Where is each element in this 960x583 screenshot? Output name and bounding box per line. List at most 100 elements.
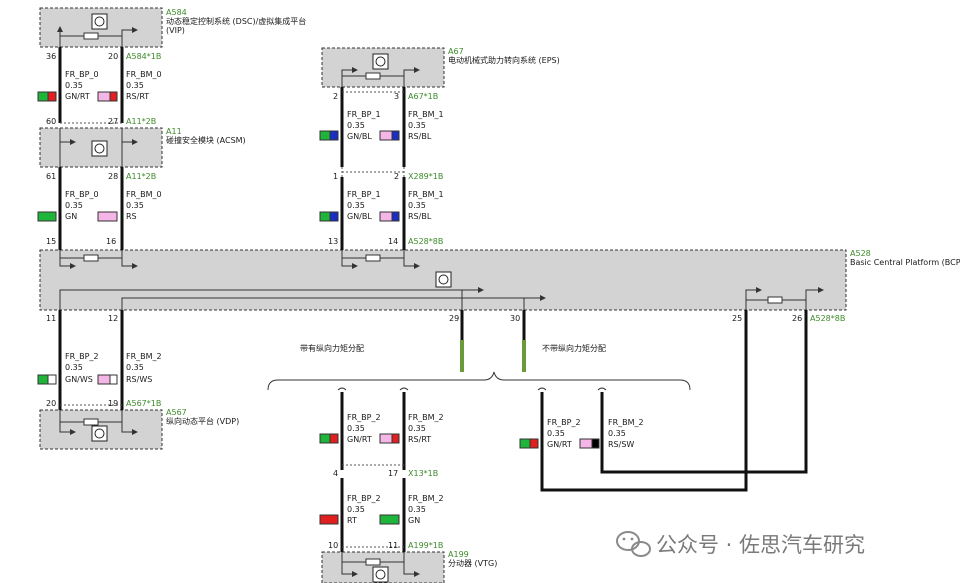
a528-pin-b6: 26 <box>792 314 802 323</box>
a584-conn: A584*1B <box>126 52 161 61</box>
x13-conn: X13*1B <box>408 469 438 478</box>
a584-name: 动态稳定控制系统 (DSC)/虚拟集成平台 <box>166 16 306 26</box>
wire-w11-size: 0.35 <box>347 424 365 433</box>
wire-w13-name: FR_BP_2 <box>347 494 381 503</box>
wire-w8-size: 0.35 <box>408 201 426 210</box>
wire-w14-color: GN <box>408 516 420 525</box>
a11-pin-bot-a: 61 <box>46 172 56 181</box>
wire-w10-color: RS/WS <box>126 375 152 384</box>
a67-id: A67 <box>448 47 464 56</box>
x289-pin-a: 1 <box>333 172 338 181</box>
a528-pin-b3: 29 <box>449 314 459 323</box>
wire-w6-color: RS/BL <box>408 132 432 141</box>
wire-w1-color: GN/RT <box>65 92 90 101</box>
wire-w10-size: 0.35 <box>126 363 144 372</box>
wire-w7-size: 0.35 <box>347 201 365 210</box>
a528-pin-t2: 16 <box>106 237 116 246</box>
wire-w4-name: FR_BM_0 <box>126 190 162 199</box>
a528-name: Basic Central Platform (BCP) <box>850 258 960 267</box>
a584-id: A584 <box>166 8 187 17</box>
a528-pin-b5: 25 <box>732 314 742 323</box>
wire-w10-name: FR_BM_2 <box>126 352 162 361</box>
wire-w5-color: GN/BL <box>347 132 372 141</box>
wire-w6-name: FR_BM_1 <box>408 110 444 119</box>
a567-conn: A567*1B <box>126 399 161 408</box>
wire-w2-color: RS/RT <box>126 92 149 101</box>
a67-pin-a: 2 <box>333 92 338 101</box>
wire-w3-color: GN <box>65 212 77 221</box>
a584-pin-a: 36 <box>46 52 56 61</box>
wire-w15-size: 0.35 <box>547 429 565 438</box>
wire-w12-name: FR_BM_2 <box>408 413 444 422</box>
wire-color-swatches <box>37 91 600 525</box>
wire-w2-size: 0.35 <box>126 81 144 90</box>
a567-name: 纵向动态平台 (VDP) <box>166 416 239 426</box>
x13-pin-a: 4 <box>333 469 338 478</box>
a67-name: 电动机械式助力转向系统 (EPS) <box>448 55 560 65</box>
wire-w13-color: RT <box>347 516 357 525</box>
a11-pin-top-b: 27 <box>108 117 118 126</box>
wire-w9-size: 0.35 <box>65 363 83 372</box>
wire-w4-color: RS <box>126 212 137 221</box>
a584-sub: (VIP) <box>166 26 185 35</box>
a199-name: 分动器 (VTG) <box>448 558 497 568</box>
wire-w3-name: FR_BP_0 <box>65 190 99 199</box>
a67-conn: A67*1B <box>408 92 438 101</box>
wire-w6-size: 0.35 <box>408 121 426 130</box>
wire-w3-size: 0.35 <box>65 201 83 210</box>
wire-w14-name: FR_BM_2 <box>408 494 444 503</box>
a67-pin-b: 3 <box>394 92 399 101</box>
a528-pin-b1: 11 <box>46 314 56 323</box>
a11-pin-top-a: 60 <box>46 117 56 126</box>
a584-pin-b: 20 <box>108 52 118 61</box>
a567-id: A567 <box>166 408 187 417</box>
wire-w5-name: FR_BP_1 <box>347 110 381 119</box>
variant-with-label: 带有纵向力矩分配 <box>300 343 364 353</box>
a11-id: A11 <box>166 127 182 136</box>
wire-w1-size: 0.35 <box>65 81 83 90</box>
a567-pin-a: 20 <box>46 399 56 408</box>
a11-conn-bot: A11*2B <box>126 172 156 181</box>
wire-w16-color: RS/SW <box>608 440 634 449</box>
wire-w12-size: 0.35 <box>408 424 426 433</box>
x13-pin-b: 17 <box>388 469 398 478</box>
a199-id: A199 <box>448 550 469 559</box>
internal-bus <box>57 26 824 577</box>
a528-id: A528 <box>850 249 871 258</box>
wire-w9-color: GN/WS <box>65 375 93 384</box>
a528-pin-t4: 14 <box>388 237 398 246</box>
wire-w16-name: FR_BM_2 <box>608 418 644 427</box>
wire-w15-color: GN/RT <box>547 440 572 449</box>
wire-w11-color: GN/RT <box>347 435 372 444</box>
watermark: 公众号 · 佐思汽车研究 <box>616 531 865 557</box>
a528-pin-t3: 13 <box>328 237 338 246</box>
a11-pin-bot-b: 28 <box>108 172 118 181</box>
a199-pin-a: 10 <box>328 541 338 550</box>
x289-pin-b: 2 <box>394 172 399 181</box>
a528-pin-b4: 30 <box>510 314 520 323</box>
a199-conn: A199*1B <box>408 541 443 550</box>
wire-w8-color: RS/BL <box>408 212 432 221</box>
a11-name: 碰撞安全模块 (ACSM) <box>166 135 246 145</box>
wire-w16-size: 0.35 <box>608 429 626 438</box>
watermark-text: 公众号 · 佐思汽车研究 <box>656 533 865 557</box>
a567-pin-b: 19 <box>108 399 118 408</box>
ecu-icon <box>91 13 452 583</box>
variant-brace <box>267 371 691 391</box>
wires <box>58 47 808 552</box>
variant-without-label: 不带纵向力矩分配 <box>542 343 606 353</box>
wire-w5-size: 0.35 <box>347 121 365 130</box>
wechat-icon <box>616 531 651 557</box>
x289-conn: X289*1B <box>408 172 443 181</box>
a199-pin-b: 11 <box>388 541 398 550</box>
wire-w15-name: FR_BP_2 <box>547 418 581 427</box>
wire-w1-name: FR_BP_0 <box>65 70 99 79</box>
wire-w14-size: 0.35 <box>408 505 426 514</box>
wire-w8-name: FR_BM_1 <box>408 190 444 199</box>
wire-w9-name: FR_BP_2 <box>65 352 99 361</box>
wire-w13-size: 0.35 <box>347 505 365 514</box>
wire-w7-color: GN/BL <box>347 212 372 221</box>
wire-w7-name: FR_BP_1 <box>347 190 381 199</box>
a528-pin-t1: 15 <box>46 237 56 246</box>
